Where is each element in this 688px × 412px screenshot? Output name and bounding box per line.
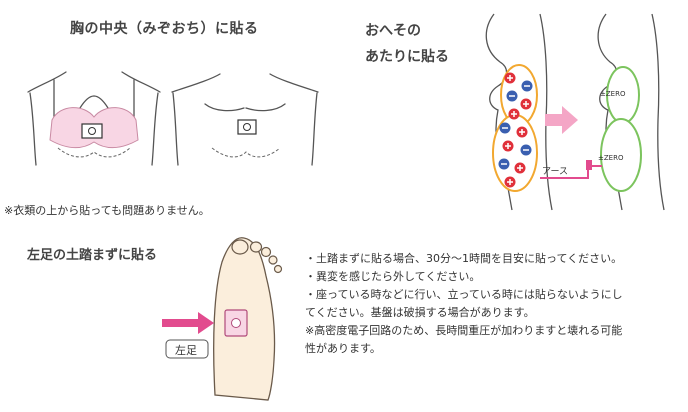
charge-sign (505, 143, 511, 149)
earth-label: アース (542, 167, 568, 177)
neutral-zone-lower (600, 118, 642, 192)
earth-plug (586, 160, 592, 170)
male-chest-patch (237, 119, 257, 135)
chest-patch (81, 123, 103, 139)
charge-sign (511, 111, 517, 117)
charge-markers (498, 72, 533, 188)
left-foot-badge (165, 339, 209, 359)
male-torso-illustration (171, 73, 319, 166)
navel-heading-line-2: あたりに貼る (365, 49, 449, 65)
foot-pointer-arrow-icon (162, 312, 214, 334)
male-chest-patch-dot (243, 123, 251, 131)
zero-label-top: ±ZERO (600, 90, 626, 98)
charge-sign (517, 165, 523, 171)
charge-sign (507, 179, 513, 185)
usage-notes: ・土踏まずに貼る場合、30分〜1時間を目安に貼ってください。 ・異変を感じたら外… (305, 250, 685, 358)
charge-sign (519, 129, 525, 135)
chest-placement-heading: 胸の中央（みぞおち）に貼る (70, 21, 259, 37)
usage-note-line: ・座っている時などに行い、立っている時には貼らないようにし (305, 288, 623, 301)
male-rib-line (211, 147, 281, 158)
usage-note-line: てください。基盤は破損する場合があります。 (305, 306, 535, 319)
usage-note-line: 性があります。 (305, 342, 381, 355)
foot-patch-dot (231, 318, 241, 328)
rib-line (57, 147, 131, 158)
usage-note-line: ・土踏まずに貼る場合、30分〜1時間を目安に貼ってください。 (305, 252, 623, 265)
charge-sign (507, 75, 513, 81)
earth-line (540, 165, 602, 179)
foot-placement-heading: 左足の土踏まずに貼る (27, 248, 158, 263)
usage-note-line: ・異変を感じたら外してください。 (305, 270, 481, 283)
chest-patch-dot (88, 127, 96, 135)
left-foot-label: 左足 (175, 344, 197, 357)
navel-placement-heading: おへその あたりに貼る (365, 18, 449, 70)
charge-sign (523, 101, 529, 107)
navel-heading-line-1: おへその (365, 23, 421, 39)
zero-label-bottom: ±ZERO (598, 154, 624, 162)
transition-arrow-icon (545, 106, 578, 134)
clothing-note: ※衣類の上から貼っても問題ありません。 (4, 204, 210, 217)
usage-note-line: ※高密度電子回路のため、長時間重圧が加わりますと壊れる可能 (305, 324, 623, 337)
